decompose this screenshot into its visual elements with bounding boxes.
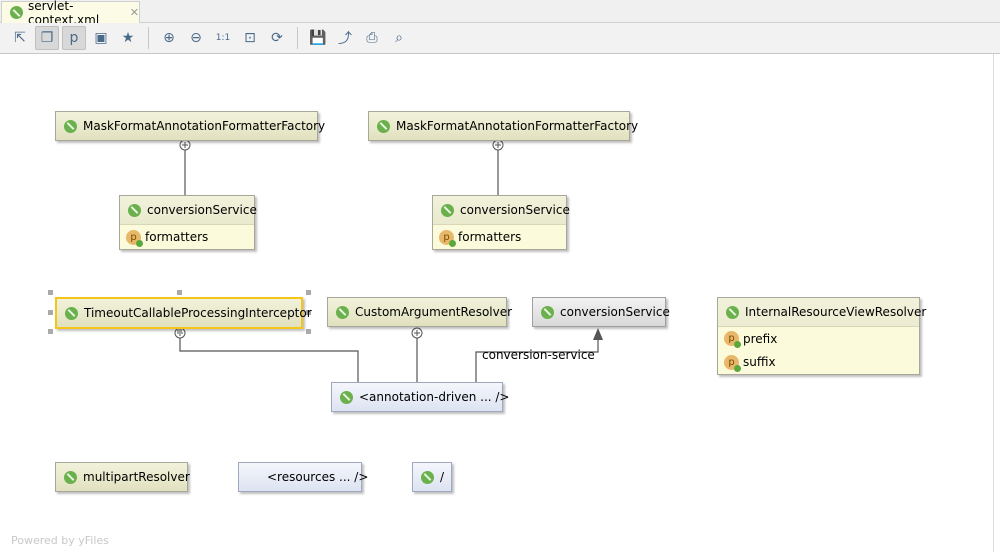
property-icon: p <box>724 331 741 348</box>
print-icon: ⎙ <box>366 30 378 46</box>
node-annotation-driven[interactable]: <annotation-driven ... /> <box>331 382 509 412</box>
save-icon: 💾 <box>309 30 327 46</box>
bean-icon <box>65 306 78 320</box>
property-icon: p <box>724 354 741 372</box>
node-label: CustomArgumentResolver <box>355 305 513 319</box>
bean-icon <box>64 470 77 484</box>
bean-icon <box>726 305 739 319</box>
actual-size-icon: 1:1 <box>215 33 231 43</box>
properties-button[interactable]: p <box>62 26 86 50</box>
edge-label: conversion-service <box>482 348 595 362</box>
resize-handle[interactable] <box>306 290 311 295</box>
zoom-in-button[interactable]: ⊕ <box>157 26 181 50</box>
apply-layout-button[interactable]: ⟳ <box>265 26 289 50</box>
bean-icon <box>128 203 141 217</box>
bean-icon <box>441 203 454 217</box>
select-button[interactable]: ▣ <box>89 26 113 50</box>
node-label: conversionService <box>460 203 570 217</box>
copy-icon: ❐ <box>40 30 54 46</box>
export-file-button[interactable]: ⤴ <box>333 26 357 50</box>
bean-icon <box>64 119 77 133</box>
export-button[interactable]: ⇱ <box>8 26 32 50</box>
bean-node-timeout-selected[interactable]: TimeoutCallableProcessingInterceptor <box>55 297 312 329</box>
resize-handle[interactable] <box>48 310 53 315</box>
toolbar-separator <box>148 27 149 49</box>
property-label: formatters <box>145 230 209 244</box>
node-label: <resources ... /> <box>267 470 369 484</box>
locked-bean-icon <box>541 305 554 319</box>
node-label: conversionService <box>147 203 257 217</box>
fit-content-button[interactable]: ⊡ <box>238 26 262 50</box>
resize-handle[interactable] <box>306 310 311 315</box>
resize-handle[interactable] <box>306 329 311 334</box>
export-icon: ⇱ <box>14 30 26 46</box>
node-label: TimeoutCallableProcessingInterceptor <box>84 306 312 320</box>
resize-handle[interactable] <box>177 329 182 334</box>
resize-handle[interactable] <box>48 290 53 295</box>
arrow-head <box>593 328 603 340</box>
node-label: InternalResourceViewResolver <box>745 305 927 319</box>
bean-node-custom[interactable]: CustomArgumentResolver <box>327 297 512 327</box>
diagram-canvas[interactable]: MaskFormatAnnotationFormatterFactory Mas… <box>0 54 994 552</box>
bean-icon <box>377 119 390 133</box>
toolbar-separator <box>297 27 298 49</box>
node-label: conversionService <box>560 305 670 319</box>
layout-button[interactable]: ★ <box>116 26 140 50</box>
tab-servlet-context[interactable]: servlet-context.xml ✕ <box>1 0 140 27</box>
node-root[interactable]: / <box>412 462 452 492</box>
node-label: / <box>440 470 445 484</box>
apply-layout-icon: ⟳ <box>271 30 283 46</box>
edge-timeout-annotation <box>179 338 359 382</box>
print-preview-icon: ⌕ <box>395 30 403 46</box>
bean-node-multipart[interactable]: multipartResolver <box>55 462 190 492</box>
property-icon: p <box>439 229 456 247</box>
zoom-in-icon: ⊕ <box>163 30 175 46</box>
fit-content-icon: ⊡ <box>244 30 256 46</box>
select-icon: ▣ <box>94 30 108 46</box>
copy-button[interactable]: ❐ <box>35 26 59 50</box>
node-label: multipartResolver <box>83 470 190 484</box>
node-resources[interactable]: <resources ... /> <box>238 462 368 492</box>
print-button[interactable]: ⎙ <box>360 26 384 50</box>
resize-handle[interactable] <box>177 290 182 295</box>
properties-icon: p <box>69 30 79 46</box>
print-preview-button[interactable]: ⌕ <box>387 26 411 50</box>
property-label: suffix <box>743 355 776 369</box>
property-label: formatters <box>458 230 522 244</box>
toolbar: ⇱ ❐ p ▣ ★ ⊕ ⊖ 1:1 ⊡ ⟳ 💾 ⤴ ⎙ ⌕ <box>0 23 1000 54</box>
node-label: <annotation-driven ... /> <box>359 390 510 404</box>
zoom-out-icon: ⊖ <box>190 30 202 46</box>
bean-node-mask2[interactable]: MaskFormatAnnotationFormatterFactory <box>368 111 638 141</box>
bean-node-conversion-ref[interactable]: conversionService <box>532 297 670 327</box>
property-label: prefix <box>743 331 778 346</box>
bean-icon <box>336 305 349 319</box>
zoom-out-button[interactable]: ⊖ <box>184 26 208 50</box>
bean-icon <box>421 470 434 484</box>
property-icon: p <box>126 229 143 247</box>
bean-node-mask1[interactable]: MaskFormatAnnotationFormatterFactory <box>55 111 325 141</box>
layout-icon: ★ <box>121 30 135 46</box>
actual-size-button[interactable]: 1:1 <box>211 26 235 50</box>
powered-by-text: Powered by yFiles <box>11 534 109 547</box>
node-label: MaskFormatAnnotationFormatterFactory <box>83 119 326 133</box>
save-button[interactable]: 💾 <box>306 26 330 50</box>
resize-handle[interactable] <box>48 329 53 334</box>
edge-conversion-service <box>475 336 599 382</box>
spring-leaf-icon <box>10 6 23 19</box>
export-file-icon: ⤴ <box>338 31 352 47</box>
close-icon[interactable]: ✕ <box>129 6 139 19</box>
node-label: MaskFormatAnnotationFormatterFactory <box>396 119 639 133</box>
bean-icon <box>340 390 353 404</box>
tab-bar: servlet-context.xml ✕ <box>0 0 1000 27</box>
